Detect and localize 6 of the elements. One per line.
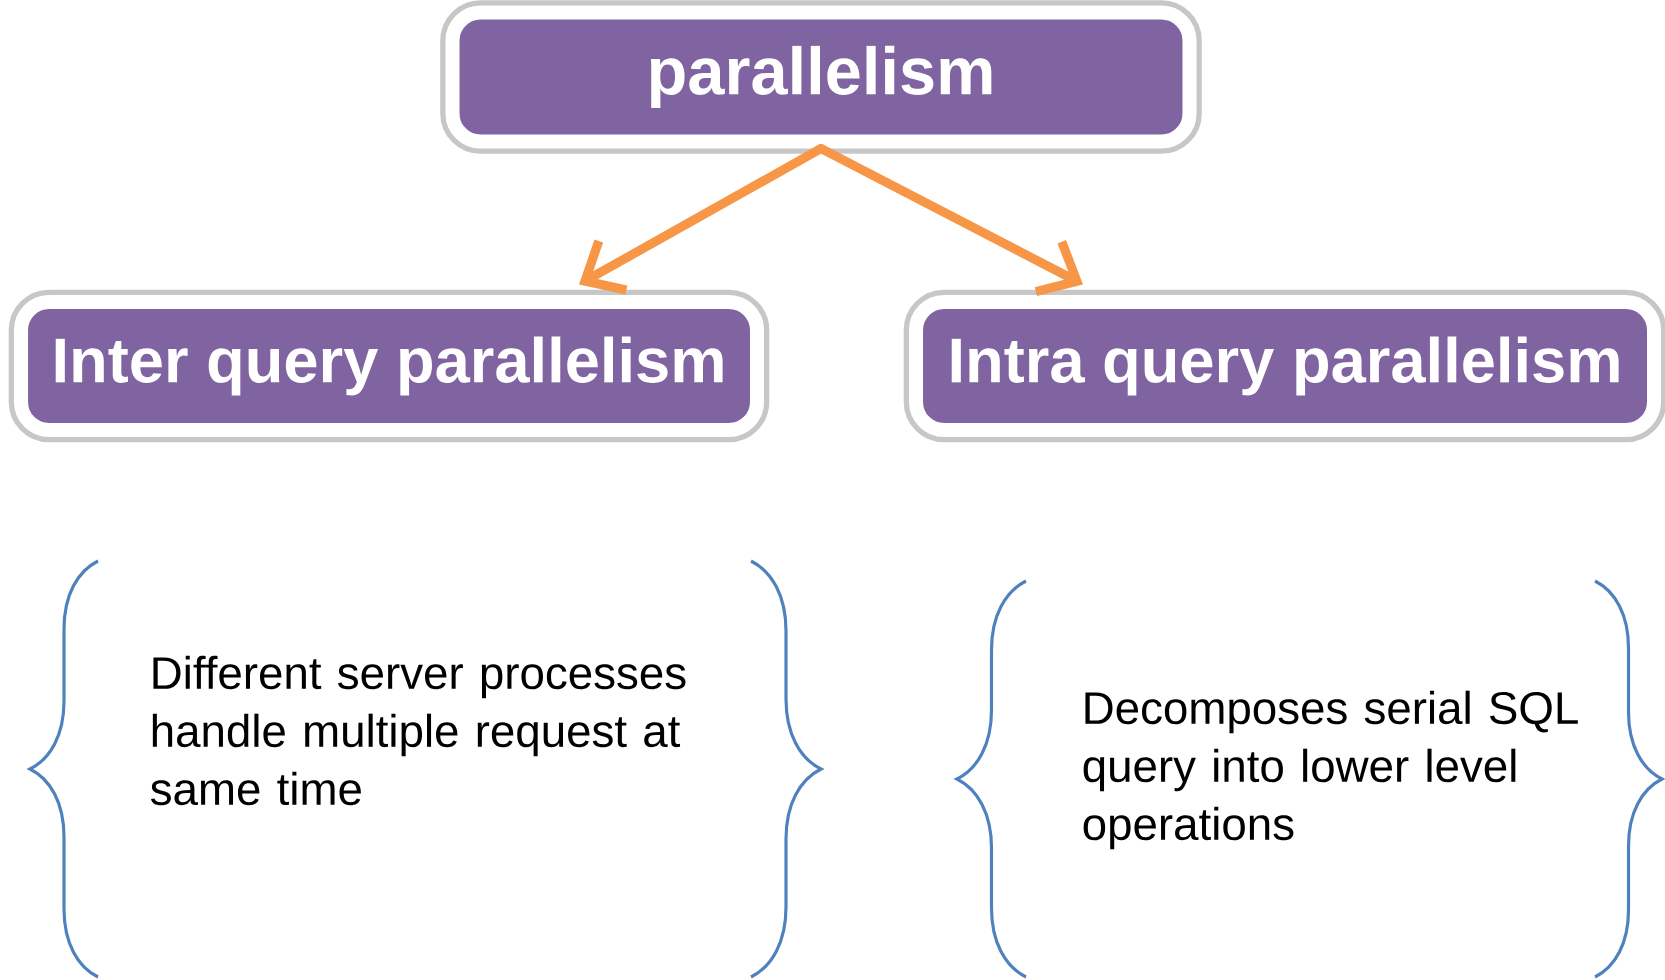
category-box: Inter query parallelism [8, 289, 770, 443]
category-box: Intra query parallelism [903, 289, 1665, 443]
description-text: Decomposes serial SQL query into lower level operations [1083, 690, 1578, 850]
arrow [816, 143, 1083, 297]
description-text: Different server processes handle multiple request at same time [151, 655, 686, 806]
category-box: parallelism [440, 0, 1202, 154]
